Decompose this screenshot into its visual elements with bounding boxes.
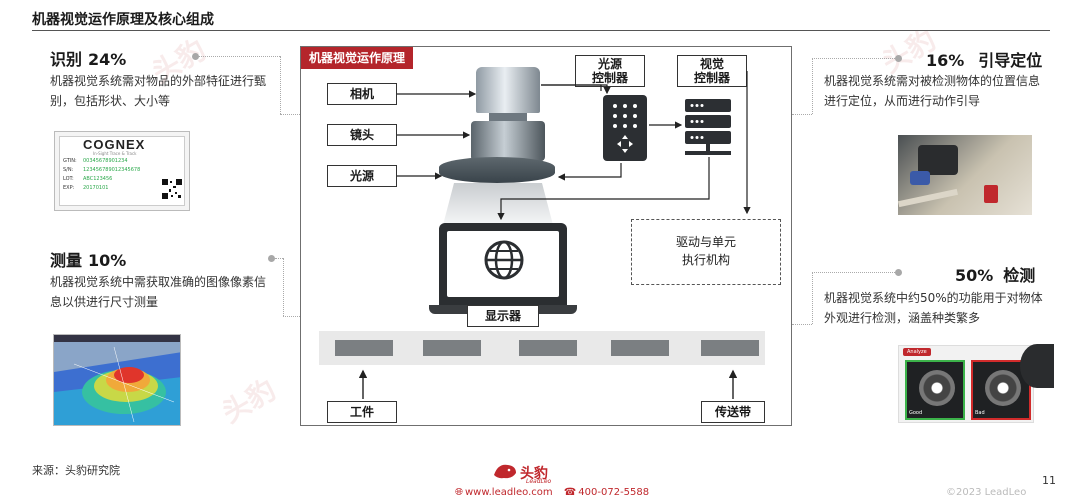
connector-line xyxy=(283,316,300,317)
qr-code-icon xyxy=(161,178,183,200)
cognex-image: COGNEX In-Sight Trace & Track GTIN:00345… xyxy=(54,131,190,211)
camera-mount xyxy=(489,113,527,121)
web-icon: 🌐︎ xyxy=(455,487,463,498)
light-ring xyxy=(439,157,555,183)
label-workpiece: 工件 xyxy=(327,401,397,423)
connector-line xyxy=(280,114,300,115)
conveyor-belt xyxy=(319,331,765,365)
title-divider xyxy=(32,30,1050,31)
connector-dot xyxy=(268,255,275,262)
measure-desc: 机器视觉系统中需获取准确的图像像素信息以供进行尺寸测量 xyxy=(50,275,267,309)
inspection-image: Analyze Good Bad xyxy=(898,345,1034,423)
drive-unit-box: 驱动与单元 执行机构 xyxy=(631,219,781,285)
page-title: 机器视觉运作原理及核心组成 xyxy=(32,12,214,28)
brand-name: 头豹 xyxy=(520,466,548,482)
phone-number: 400-072-5588 xyxy=(578,487,650,498)
label-lens: 镜头 xyxy=(327,124,397,146)
identify-heading: 识别 24% xyxy=(50,46,126,70)
label-conveyor: 传送带 xyxy=(701,401,765,423)
inspect-pct: 50% xyxy=(955,266,994,285)
diagram-panel: 机器视觉运作原理 相机 镜头 光源 光源 控制器 视觉 控制器 xyxy=(300,46,792,426)
inspect-heading: 50% 检测 xyxy=(955,262,1035,286)
connector-line xyxy=(812,272,895,273)
connector-line xyxy=(792,324,812,325)
connector-line xyxy=(812,58,813,114)
cognex-sub: In-Sight Trace & Track xyxy=(93,151,137,156)
label-light-controller: 光源 控制器 xyxy=(575,55,645,87)
left-arrows xyxy=(397,90,477,180)
cognex-row: GTIN:00345678901234 xyxy=(63,158,128,164)
inspect-title: 检测 xyxy=(1003,266,1036,285)
conveyor-item xyxy=(519,340,577,356)
measurement-3d-image xyxy=(53,334,181,426)
cognex-row: S/N:123456789012345678 xyxy=(63,167,141,173)
connector-line xyxy=(283,258,284,316)
connector-line xyxy=(812,272,813,324)
watermark: 头豹 xyxy=(216,373,282,430)
conveyor-item xyxy=(335,340,393,356)
conveyor-item xyxy=(611,340,669,356)
position-pct: 16% xyxy=(926,51,965,70)
brand-sub: LeadLeo xyxy=(526,478,552,485)
label-light: 光源 xyxy=(327,165,397,187)
camera-body xyxy=(476,67,540,113)
connector-line xyxy=(275,258,283,259)
contact-line: 🌐︎www.leadleo.com ☎400-072-5588 xyxy=(455,487,649,498)
position-heading: 16% 引导定位 xyxy=(926,47,1042,71)
diagram-tag: 机器视觉运作原理 xyxy=(301,47,414,69)
measure-heading: 测量 10% xyxy=(50,247,126,271)
light-controller-device xyxy=(603,95,647,161)
magnifier-decoration xyxy=(1020,344,1054,388)
connector-line xyxy=(199,56,280,57)
source-note: 来源：头豹研究院 xyxy=(32,464,120,477)
lens xyxy=(471,121,545,161)
inspect-desc: 机器视觉系统中约50%的功能用于对物体外观进行检测，涵盖种类繁多 xyxy=(824,291,1043,325)
connector-line xyxy=(812,58,895,59)
vision-controller-device xyxy=(683,99,733,155)
page-number: 11 xyxy=(1042,474,1056,487)
identify-pct: 24% xyxy=(88,50,127,69)
cognex-logo: COGNEX xyxy=(83,137,146,152)
copyright: ©2023 LeadLeo xyxy=(946,487,1027,498)
identify-title: 识别 xyxy=(50,50,83,69)
connection-arrows xyxy=(358,71,751,399)
laptop-screen xyxy=(439,223,567,305)
connector-line xyxy=(792,114,812,115)
connector-dot xyxy=(192,53,199,60)
measure-title: 测量 xyxy=(50,251,83,270)
position-desc: 机器视觉系统需对被检测物体的位置信息进行定位，从而进行动作引导 xyxy=(824,74,1041,108)
connector-line xyxy=(280,56,281,114)
label-monitor: 显示器 xyxy=(467,305,539,327)
robot-guidance-image xyxy=(898,135,1032,215)
conveyor-item xyxy=(423,340,481,356)
good-sample: Good xyxy=(905,360,965,420)
cognex-row: EXP:20170101 xyxy=(63,185,109,191)
connector-dot xyxy=(895,55,902,62)
website-link[interactable]: www.leadleo.com xyxy=(465,487,553,498)
measure-pct: 10% xyxy=(88,251,127,270)
label-vision-controller: 视觉 控制器 xyxy=(677,55,747,87)
label-camera: 相机 xyxy=(327,83,397,105)
connector-dot xyxy=(895,269,902,276)
phone-icon: ☎ xyxy=(563,487,577,498)
leopard-logo-icon xyxy=(494,464,516,479)
analyze-button: Analyze xyxy=(903,348,931,356)
globe-icon xyxy=(484,240,524,280)
conveyor-item xyxy=(701,340,759,356)
cognex-row: LOT:ABC123456 xyxy=(63,176,113,182)
identify-desc: 机器视觉系统需对物品的外部特征进行甄别，包括形状、大小等 xyxy=(50,74,267,108)
position-title: 引导定位 xyxy=(978,51,1043,70)
